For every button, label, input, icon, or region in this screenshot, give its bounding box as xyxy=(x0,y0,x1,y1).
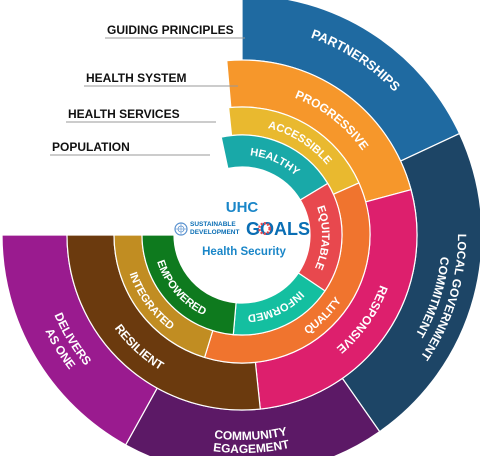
ring-health-system xyxy=(66,59,418,411)
label-population: POPULATION xyxy=(52,140,130,154)
label-health-system: HEALTH SYSTEM xyxy=(86,71,186,85)
ring-population xyxy=(141,134,343,336)
health-security-label: Health Security xyxy=(202,246,286,258)
center-logo: UHC SUSTAINABLE DEVELOPMENT GOALS Health… xyxy=(174,168,310,302)
uhc-label: UHC xyxy=(226,199,259,216)
label-guiding-principles: GUIDING PRINCIPLES xyxy=(107,23,234,37)
text-community: COMMUNITY xyxy=(214,424,289,443)
segment-empowered xyxy=(141,234,237,336)
center-disc xyxy=(175,168,309,302)
side-labels: GUIDING PRINCIPLES HEALTH SYSTEM HEALTH … xyxy=(50,23,245,156)
sdg-goals: GOALS xyxy=(246,219,310,239)
sdg-sustainable: SUSTAINABLE xyxy=(190,221,236,228)
label-health-services: HEALTH SERVICES xyxy=(68,107,180,121)
sdg-wheel-icon xyxy=(258,222,271,235)
sdg-development: DEVELOPMENT xyxy=(190,229,240,236)
un-emblem-icon xyxy=(174,222,188,236)
